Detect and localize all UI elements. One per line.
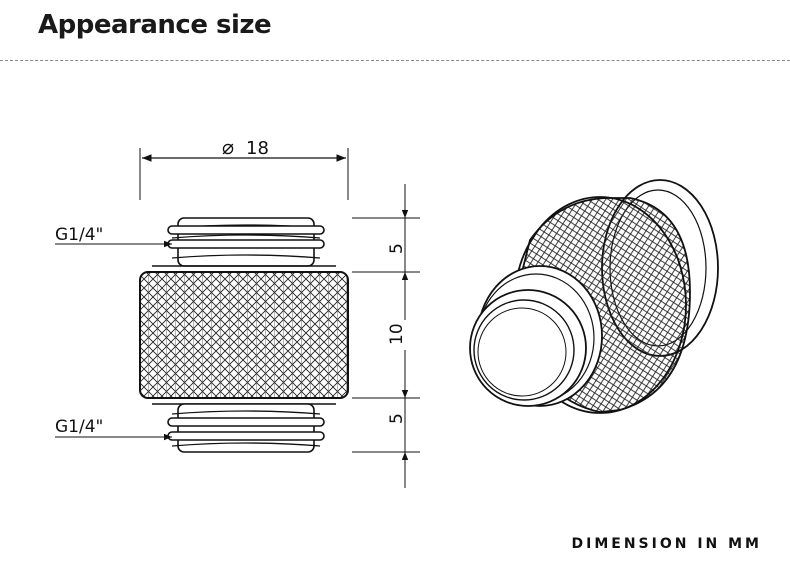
diameter-symbol: ⌀ xyxy=(222,135,234,159)
top-thread xyxy=(167,217,325,267)
height-middle-label: 10 xyxy=(387,323,407,345)
height-dimensions xyxy=(352,184,420,488)
knurled-body xyxy=(139,265,349,405)
bottom-thread xyxy=(167,403,325,453)
thread-label-bottom: G1/4" xyxy=(55,417,103,437)
page-title: Appearance size xyxy=(38,10,272,40)
title-divider xyxy=(0,60,790,61)
height-bottom-label: 5 xyxy=(387,413,407,424)
thread-callout-bottom: G1/4" xyxy=(55,417,172,441)
diameter-dimension: ⌀ 18 xyxy=(139,135,349,200)
dimension-unit-note: DIMENSION IN MM xyxy=(571,536,762,552)
height-top-label: 5 xyxy=(387,243,407,254)
isometric-view xyxy=(469,179,719,414)
diameter-value: 18 xyxy=(246,138,269,159)
thread-callout-top: G1/4" xyxy=(55,225,172,248)
thread-label-top: G1/4" xyxy=(55,225,103,245)
